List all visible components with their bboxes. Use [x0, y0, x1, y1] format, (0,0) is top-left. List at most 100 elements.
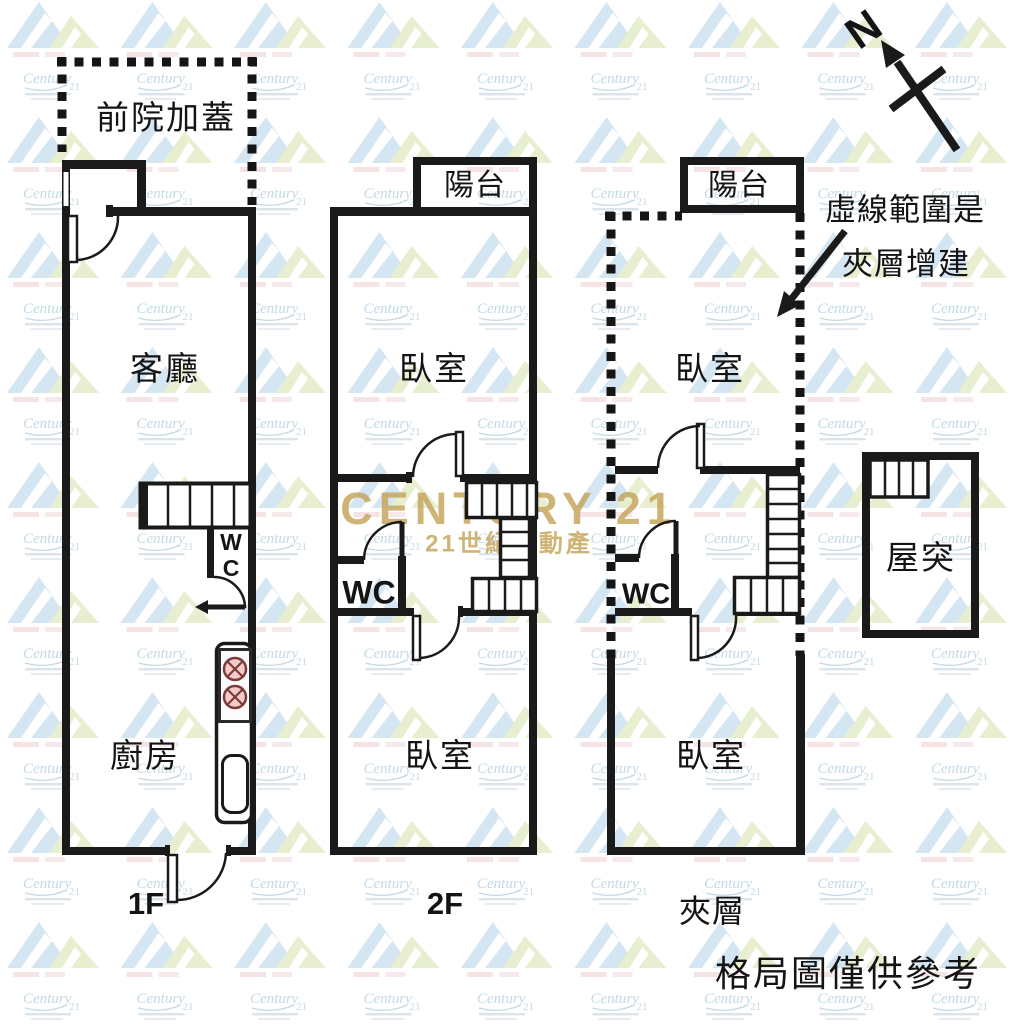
svg-text:Century: Century	[931, 646, 980, 662]
svg-text:Century: Century	[931, 186, 980, 202]
svg-text:21: 21	[523, 886, 534, 898]
svg-text:Century: Century	[704, 876, 753, 892]
svg-text:21: 21	[637, 426, 648, 438]
floor2-doors	[362, 430, 465, 662]
floor1-walls	[62, 160, 256, 856]
svg-text:Century: Century	[704, 761, 753, 777]
svg-text:Century: Century	[364, 876, 413, 892]
svg-text:Century: Century	[23, 876, 72, 892]
svg-text:Century: Century	[704, 531, 753, 547]
mezzanine-doors	[637, 422, 738, 662]
svg-text:Century: Century	[23, 301, 72, 317]
floor2-balcony-label: 陽台	[444, 169, 506, 202]
svg-text:Century: Century	[704, 416, 753, 432]
roof-box-walls	[862, 452, 979, 638]
svg-text:Century: Century	[931, 876, 980, 892]
svg-text:Century: Century	[591, 186, 640, 202]
svg-text:Century: Century	[137, 416, 186, 432]
svg-text:21: 21	[296, 426, 307, 438]
svg-text:21: 21	[183, 541, 194, 553]
svg-text:Century: Century	[818, 71, 867, 87]
svg-text:21: 21	[296, 196, 307, 208]
svg-text:21: 21	[183, 311, 194, 323]
floor1-wc-label: W C	[220, 529, 242, 581]
svg-text:21: 21	[183, 196, 194, 208]
svg-text:Century: Century	[591, 991, 640, 1007]
mezzanine-stairs	[732, 472, 802, 616]
svg-text:21: 21	[637, 1001, 648, 1013]
svg-text:21: 21	[523, 426, 534, 438]
floor2-bedroom-upper-label: 臥室	[399, 352, 469, 388]
svg-text:Century: Century	[818, 186, 867, 202]
svg-text:Century: Century	[931, 71, 980, 87]
svg-text:21: 21	[750, 886, 761, 898]
mezzanine-bedroom-upper-label: 臥室	[675, 352, 745, 388]
svg-text:Century: Century	[364, 71, 413, 87]
svg-text:Century: Century	[250, 301, 299, 317]
mezzanine-wc-label: WC	[621, 578, 671, 611]
svg-text:21: 21	[864, 656, 875, 668]
svg-text:21: 21	[296, 1001, 307, 1013]
svg-text:Century: Century	[364, 186, 413, 202]
svg-text:Century: Century	[137, 761, 186, 777]
svg-text:21: 21	[410, 771, 421, 783]
annotation-line1: 虛線範圍是	[825, 192, 985, 228]
svg-text:Century: Century	[364, 761, 413, 777]
svg-text:Century: Century	[364, 416, 413, 432]
svg-text:21: 21	[69, 771, 80, 783]
floor2-title: 2F	[426, 886, 464, 921]
roof-stairs	[868, 458, 930, 499]
svg-text:21: 21	[637, 196, 648, 208]
svg-text:Century: Century	[591, 876, 640, 892]
floor2-stairs	[464, 480, 539, 614]
svg-text:21: 21	[750, 771, 761, 783]
sink-icon	[221, 754, 249, 814]
svg-text:Century: Century	[477, 416, 526, 432]
svg-text:21: 21	[750, 196, 761, 208]
svg-text:21: 21	[523, 81, 534, 93]
svg-text:21: 21	[637, 656, 648, 668]
svg-text:Century: Century	[818, 646, 867, 662]
svg-text:Century: Century	[364, 301, 413, 317]
svg-text:21: 21	[864, 886, 875, 898]
svg-text:Century: Century	[591, 71, 640, 87]
svg-text:21: 21	[977, 1001, 988, 1013]
compass-icon	[881, 40, 961, 153]
svg-text:Century: Century	[250, 531, 299, 547]
floor1-stairs	[138, 481, 253, 530]
svg-text:21: 21	[750, 656, 761, 668]
svg-text:21: 21	[977, 311, 988, 323]
svg-text:21: 21	[69, 81, 80, 93]
svg-text:21: 21	[864, 771, 875, 783]
svg-text:21: 21	[864, 426, 875, 438]
svg-text:21: 21	[864, 311, 875, 323]
svg-text:Century: Century	[137, 186, 186, 202]
svg-text:21: 21	[750, 311, 761, 323]
svg-text:21: 21	[183, 81, 194, 93]
svg-text:Century: Century	[477, 301, 526, 317]
svg-text:Century: Century	[137, 71, 186, 87]
svg-text:21: 21	[977, 886, 988, 898]
svg-text:21: 21	[69, 311, 80, 323]
svg-text:21: 21	[523, 196, 534, 208]
svg-text:21: 21	[637, 81, 648, 93]
svg-text:Century: Century	[23, 531, 72, 547]
svg-text:Century: Century	[818, 876, 867, 892]
svg-text:Century: Century	[477, 71, 526, 87]
svg-text:21: 21	[69, 426, 80, 438]
svg-text:21: 21	[183, 886, 194, 898]
mezzanine-bedroom-lower-label: 臥室	[676, 739, 746, 775]
svg-text:Century: Century	[23, 646, 72, 662]
svg-text:Century: Century	[818, 761, 867, 777]
svg-text:Century: Century	[137, 301, 186, 317]
svg-text:21: 21	[977, 426, 988, 438]
svg-text:21: 21	[183, 426, 194, 438]
svg-text:21: 21	[296, 886, 307, 898]
kitchen-label: 廚房	[110, 739, 180, 775]
mezzanine-title: 夾層	[678, 893, 746, 929]
svg-text:21: 21	[69, 1001, 80, 1013]
svg-text:Century: Century	[704, 991, 753, 1007]
svg-text:21: 21	[864, 81, 875, 93]
svg-text:Century: Century	[23, 416, 72, 432]
